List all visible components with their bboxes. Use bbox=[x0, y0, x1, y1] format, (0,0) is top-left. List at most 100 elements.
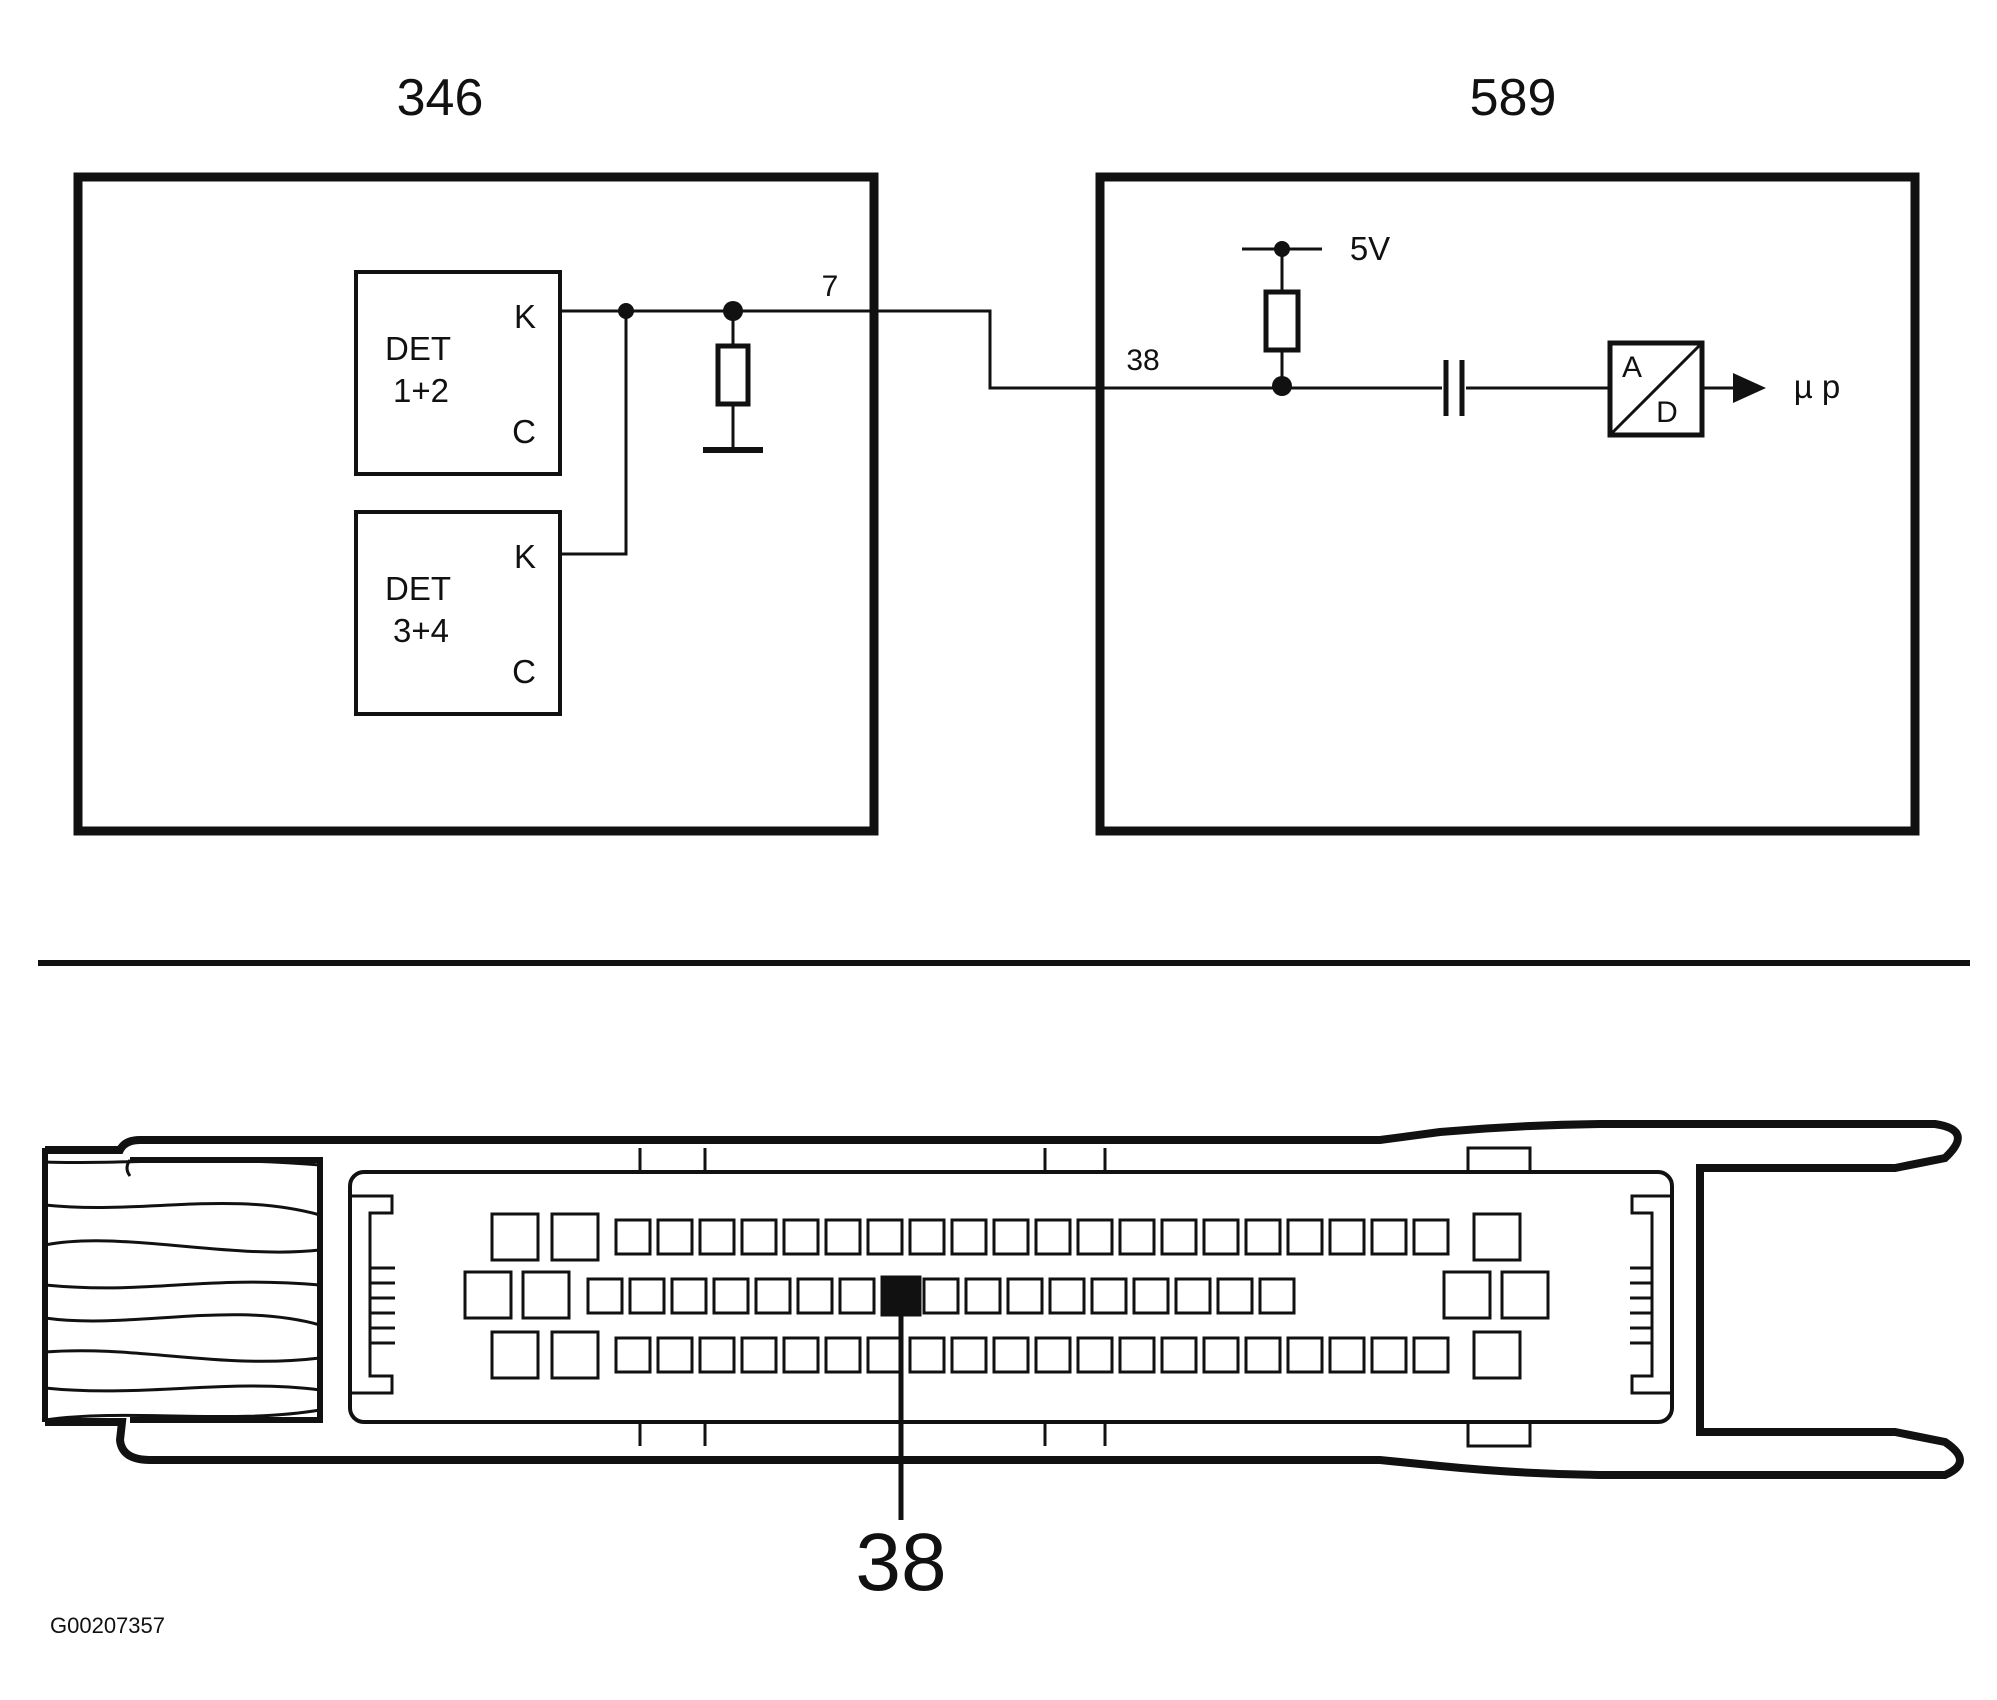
pin-cavity-large bbox=[1442, 1270, 1492, 1320]
pin-cavity bbox=[1328, 1218, 1366, 1256]
pin-cavity bbox=[1090, 1277, 1128, 1315]
pin-cavity-large bbox=[550, 1330, 600, 1380]
det-3-4-box bbox=[354, 510, 562, 716]
det-1-2-name: DET bbox=[385, 330, 451, 367]
pin-cavity bbox=[614, 1218, 652, 1256]
pin-cavity bbox=[1006, 1277, 1044, 1315]
module-346-box bbox=[73, 172, 879, 836]
supply-5v-label: 5V bbox=[1350, 230, 1390, 267]
pin-cavity-large bbox=[1500, 1270, 1550, 1320]
pin-cavity bbox=[908, 1336, 946, 1374]
left-module-wiring bbox=[560, 301, 1285, 556]
pin-cavity bbox=[922, 1277, 960, 1315]
det-1-2-k-terminal: K bbox=[514, 298, 536, 335]
pin-cavity bbox=[1202, 1336, 1240, 1374]
pin-cavity bbox=[656, 1218, 694, 1256]
pin-cavity bbox=[1370, 1336, 1408, 1374]
pin-cavity bbox=[1244, 1218, 1282, 1256]
pin-cavity bbox=[1174, 1277, 1212, 1315]
pin-cavity bbox=[1048, 1277, 1086, 1315]
pin-cavity bbox=[1258, 1277, 1296, 1315]
pin-cavity bbox=[1034, 1218, 1072, 1256]
pin-cavity bbox=[740, 1218, 778, 1256]
pin-cavity bbox=[1034, 1336, 1072, 1374]
pin-cavity bbox=[992, 1336, 1030, 1374]
pin-cavity bbox=[1118, 1218, 1156, 1256]
pin-cavity bbox=[614, 1336, 652, 1374]
pin-cavity-large bbox=[550, 1212, 600, 1262]
module-346-label: 346 bbox=[397, 69, 484, 127]
pin-cavity bbox=[1006, 1277, 1044, 1315]
pin-cavity bbox=[1174, 1277, 1212, 1315]
microprocessor-label: µ p bbox=[1794, 368, 1841, 405]
pin-cavity-large bbox=[490, 1212, 540, 1262]
pin-cavity bbox=[698, 1218, 736, 1256]
pin-cavity bbox=[782, 1218, 820, 1256]
det-1-2-box bbox=[354, 270, 562, 476]
pin-cavity bbox=[1328, 1336, 1366, 1374]
det-3-4-k-terminal: K bbox=[514, 538, 536, 575]
wire-bundle bbox=[42, 1148, 321, 1422]
pin-7-label: 7 bbox=[822, 270, 839, 303]
pin-cavity bbox=[922, 1277, 960, 1315]
pin-cavity bbox=[1244, 1336, 1282, 1374]
pin-grid bbox=[463, 1212, 1550, 1380]
module-589-box bbox=[1095, 172, 1920, 836]
pin-cavity bbox=[1160, 1336, 1198, 1374]
pin-38-callout-label: 38 bbox=[855, 1517, 946, 1608]
pin-cavity bbox=[782, 1336, 820, 1374]
pin-cavity bbox=[1132, 1277, 1170, 1315]
pin-cavity bbox=[1048, 1277, 1086, 1315]
pin-38-highlight bbox=[880, 1275, 922, 1317]
pin-cavity bbox=[866, 1336, 904, 1374]
pin-cavity-large bbox=[521, 1270, 571, 1320]
right-comb bbox=[1630, 1266, 1652, 1345]
pin-cavity-large bbox=[490, 1330, 540, 1380]
right-module-wiring bbox=[1242, 241, 1766, 438]
pin-cavity bbox=[950, 1336, 988, 1374]
det-1-2-cylinders: 1+2 bbox=[393, 372, 449, 409]
pin-cavity bbox=[796, 1277, 834, 1315]
pin-cavity bbox=[1412, 1336, 1450, 1374]
pin-cavity bbox=[838, 1277, 876, 1315]
pin-cavity bbox=[1216, 1277, 1254, 1315]
pin-cavity bbox=[1076, 1336, 1114, 1374]
pin-cavity bbox=[964, 1277, 1002, 1315]
ecu-connector bbox=[42, 1120, 1964, 1520]
figure-code: G00207357 bbox=[50, 1613, 165, 1638]
pin-cavity bbox=[824, 1218, 862, 1256]
pin-cavity bbox=[1412, 1218, 1450, 1256]
det-3-4-name: DET bbox=[385, 570, 451, 607]
pin-cavity bbox=[586, 1277, 624, 1315]
pin-cavity bbox=[712, 1277, 750, 1315]
pin-cavity bbox=[754, 1277, 792, 1315]
pin-cavity bbox=[1202, 1218, 1240, 1256]
pin-cavity bbox=[656, 1336, 694, 1374]
pin-cavity bbox=[740, 1336, 778, 1374]
det-3-4-cylinders: 3+4 bbox=[393, 612, 449, 649]
pin-cavity-large bbox=[1472, 1330, 1522, 1380]
pin-cavity bbox=[1286, 1336, 1324, 1374]
locking-tabs bbox=[638, 1146, 1532, 1448]
pin-cavity bbox=[628, 1277, 666, 1315]
pin-cavity bbox=[1118, 1336, 1156, 1374]
pin-cavity-large bbox=[1472, 1212, 1522, 1262]
pin-cavity bbox=[1076, 1218, 1114, 1256]
pin-cavity bbox=[824, 1336, 862, 1374]
pin-cavity bbox=[1286, 1218, 1324, 1256]
pin-cavity bbox=[908, 1218, 946, 1256]
pin-cavity bbox=[964, 1277, 1002, 1315]
module-589-label: 589 bbox=[1470, 69, 1557, 127]
adc-d-label: D bbox=[1656, 396, 1678, 429]
pin-cavity bbox=[950, 1218, 988, 1256]
pin-cavity bbox=[866, 1218, 904, 1256]
det-1-2-c-terminal: C bbox=[512, 413, 536, 450]
left-comb bbox=[370, 1266, 395, 1345]
pin-cavity-large bbox=[463, 1270, 513, 1320]
pin-cavity bbox=[992, 1218, 1030, 1256]
adc-a-label: A bbox=[1622, 351, 1642, 384]
pin-cavity bbox=[670, 1277, 708, 1315]
pin-cavity bbox=[1370, 1218, 1408, 1256]
pin-cavity bbox=[1160, 1218, 1198, 1256]
